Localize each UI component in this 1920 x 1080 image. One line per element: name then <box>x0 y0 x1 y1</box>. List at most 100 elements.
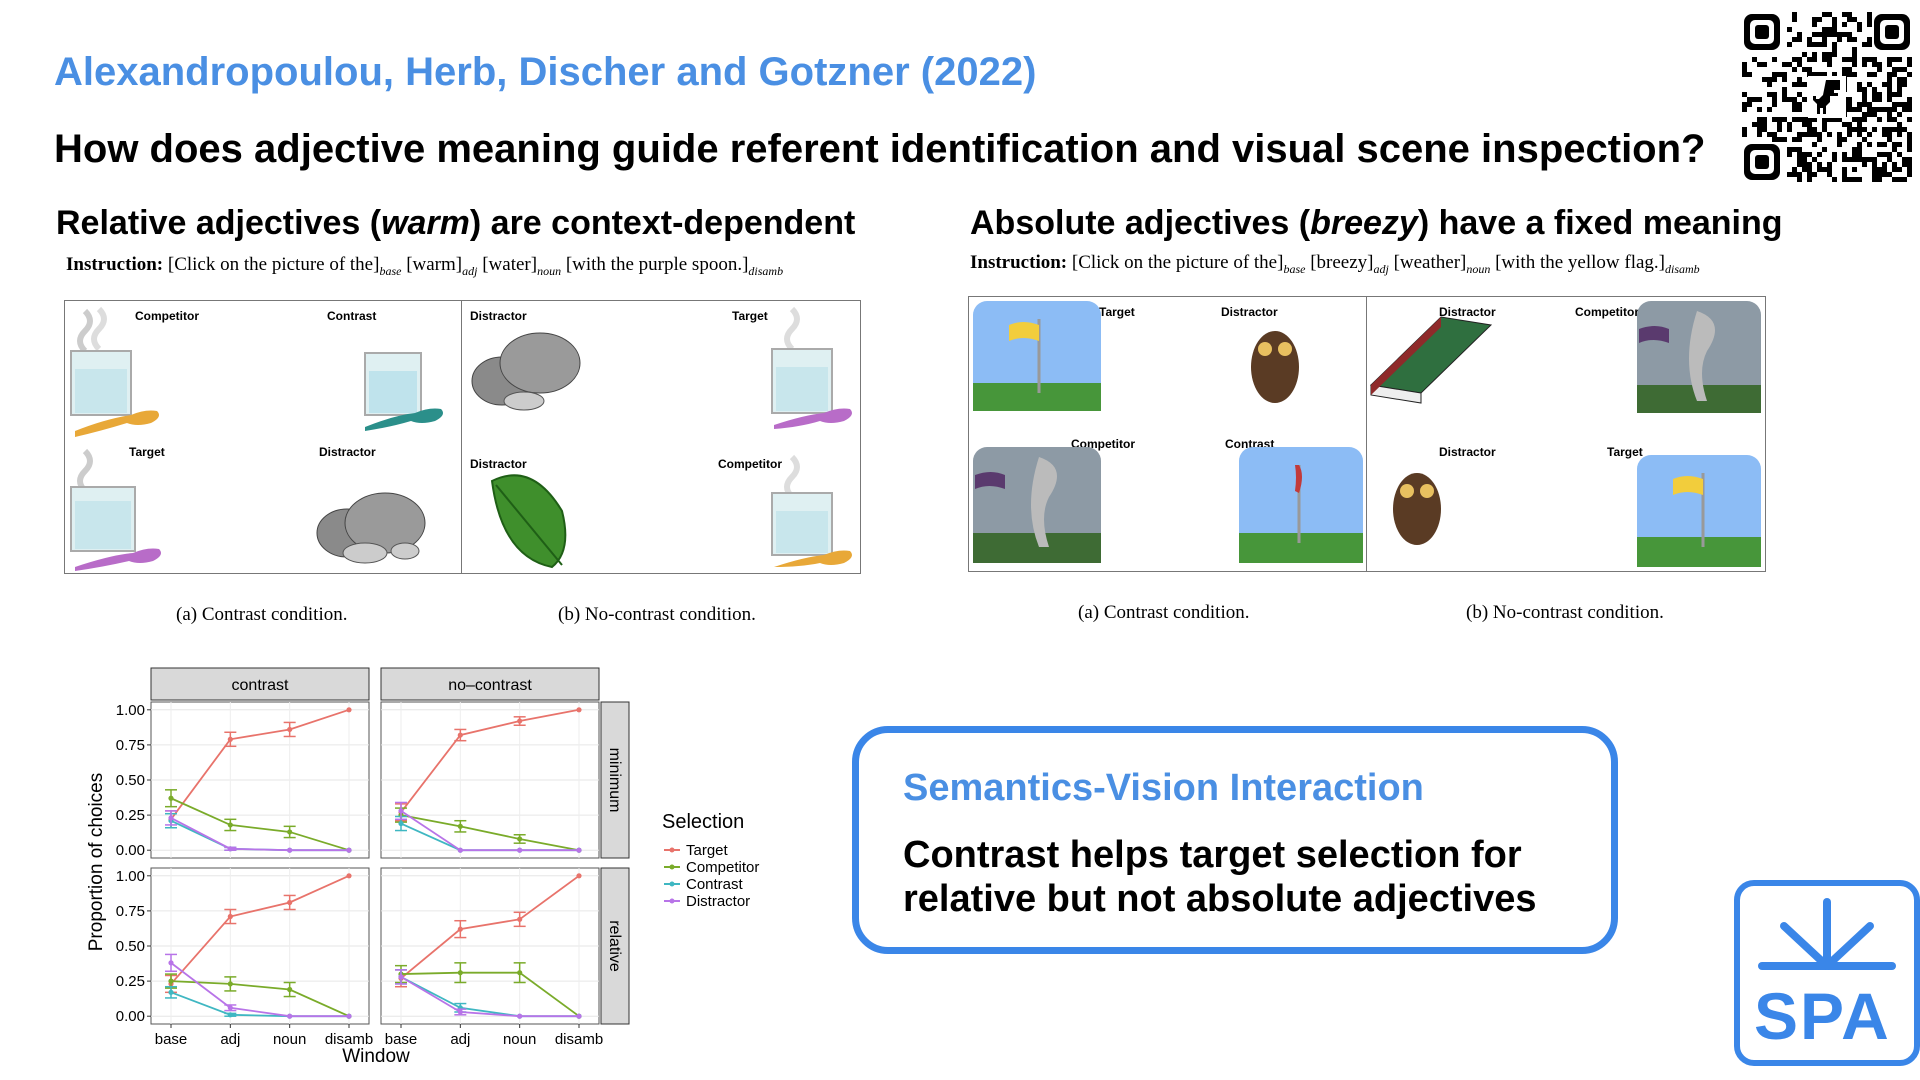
panel-label: Distractor <box>1439 445 1496 459</box>
y-tick-label: 1.00 <box>116 868 145 885</box>
facet-strip <box>600 867 630 1025</box>
legend-label: Competitor <box>686 859 759 876</box>
data-point-target <box>346 707 352 713</box>
data-point-target <box>457 732 463 738</box>
rocks-icon <box>471 332 581 411</box>
qr-code[interactable] <box>1742 12 1912 182</box>
spa-logo: SPA <box>1734 880 1920 1066</box>
y-tick-label: 0.50 <box>116 772 145 789</box>
breezy-scene-icon <box>1637 455 1761 567</box>
callout-body: Contrast helps target selection for rela… <box>903 834 1537 920</box>
x-tick-label: disamb <box>555 1031 603 1048</box>
data-point-contrast <box>398 820 404 827</box>
data-point-distractor <box>398 808 404 814</box>
series-line-distractor <box>400 810 579 852</box>
legend-title: Selection <box>662 811 744 833</box>
warm-water-glass-icon <box>70 306 159 437</box>
data-point-competitor <box>457 823 463 829</box>
series-line-competitor <box>170 797 350 852</box>
legend-key-point <box>669 864 675 870</box>
spa-logo-icon <box>1758 898 1896 970</box>
absolute-instruction: Instruction: [Click on the picture of th… <box>970 252 1700 276</box>
breezy-scene-icon <box>973 301 1101 411</box>
data-point-target <box>517 718 523 724</box>
relative-contrast-panel: Competitor Contrast Target Distractor <box>64 300 464 574</box>
data-point-target <box>457 926 463 932</box>
data-point-target <box>576 873 582 879</box>
rocks-icon <box>316 492 426 564</box>
panel-label: Target <box>1099 305 1135 319</box>
series-line-target <box>400 708 580 813</box>
series-line-target <box>170 874 350 985</box>
absolute-caption-b: (b) No-contrast condition. <box>1466 602 1664 623</box>
data-point-distractor <box>517 1013 523 1019</box>
y-tick-label: 0.25 <box>116 973 145 990</box>
data-point-distractor <box>227 1005 233 1011</box>
absolute-adjectives-heading: Absolute adjectives (breezy) have a fixe… <box>970 204 1783 242</box>
cold-water-glass-icon <box>364 352 443 431</box>
authors-citation: Alexandropoulou, Herb, Discher and Gotzn… <box>54 50 1037 94</box>
book-icon <box>1369 316 1493 404</box>
data-point-competitor <box>287 829 293 835</box>
data-point-target <box>287 899 293 906</box>
facet-strip-label: contrast <box>232 677 289 694</box>
glass-icon <box>771 306 852 429</box>
data-point-distractor <box>576 847 582 853</box>
data-point-distractor <box>457 1009 463 1015</box>
legend-label: Target <box>686 842 729 859</box>
data-point-target <box>227 736 233 742</box>
facet-strip <box>150 667 370 701</box>
relative-caption-a: (a) Contrast condition. <box>176 604 348 625</box>
legend-key-point <box>669 881 675 887</box>
spa-logo-text: SPA <box>1754 979 1891 1053</box>
dinosaur-icon <box>1808 76 1846 118</box>
x-tick-label: adj <box>220 1031 240 1048</box>
data-point-competitor <box>227 981 233 987</box>
legend-label: Contrast <box>686 876 744 893</box>
y-tick-label: 1.00 <box>116 702 145 719</box>
panel-label: Competitor <box>718 457 782 471</box>
data-point-distractor <box>287 847 293 853</box>
data-point-distractor <box>346 847 352 853</box>
panel-label: Target <box>1607 445 1643 459</box>
panel-label: Target <box>129 445 165 459</box>
y-axis-title: Proportion of choices <box>86 773 107 952</box>
data-point-distractor <box>517 847 523 853</box>
data-point-distractor <box>398 974 404 980</box>
calm-scene-icon <box>1239 447 1363 563</box>
owl-icon <box>1251 331 1299 403</box>
legend-label: Distractor <box>686 893 750 910</box>
panel-label: Distractor <box>470 457 527 471</box>
data-point-distractor <box>576 1013 582 1019</box>
data-point-competitor <box>227 822 233 828</box>
data-point-target <box>346 873 352 879</box>
facet-strip <box>380 667 600 701</box>
legend-key-point <box>669 898 675 904</box>
absolute-caption-a: (a) Contrast condition. <box>1078 602 1250 623</box>
panel-label: Distractor <box>319 445 376 459</box>
facet-strip-label: relative <box>606 920 623 972</box>
data-point-distractor <box>168 815 174 821</box>
series-line-target <box>170 708 350 820</box>
data-point-competitor <box>168 978 174 984</box>
x-axis-title: Window <box>342 1046 410 1067</box>
x-tick-label: disamb <box>325 1031 373 1048</box>
x-tick-label: adj <box>450 1031 470 1048</box>
relative-adjectives-heading: Relative adjectives (warm) are context-d… <box>56 204 856 242</box>
x-tick-label: noun <box>273 1031 306 1048</box>
series-line-competitor <box>400 814 580 852</box>
facet-strip <box>600 701 630 859</box>
data-point-competitor <box>287 986 293 993</box>
panel-label: Target <box>732 309 768 323</box>
callout-title: Semantics-Vision Interaction <box>903 767 1424 809</box>
y-tick-label: 0.50 <box>116 938 145 955</box>
relative-no-contrast-panel: Distractor Target Distractor Competitor <box>461 300 861 574</box>
owl-icon <box>1393 473 1441 545</box>
panel-label: Distractor <box>1439 305 1496 319</box>
x-tick-label: base <box>155 1031 188 1048</box>
x-tick-label: base <box>385 1031 418 1048</box>
leaf-icon <box>490 474 567 569</box>
data-point-contrast <box>168 989 174 995</box>
relative-caption-b: (b) No-contrast condition. <box>558 604 756 625</box>
